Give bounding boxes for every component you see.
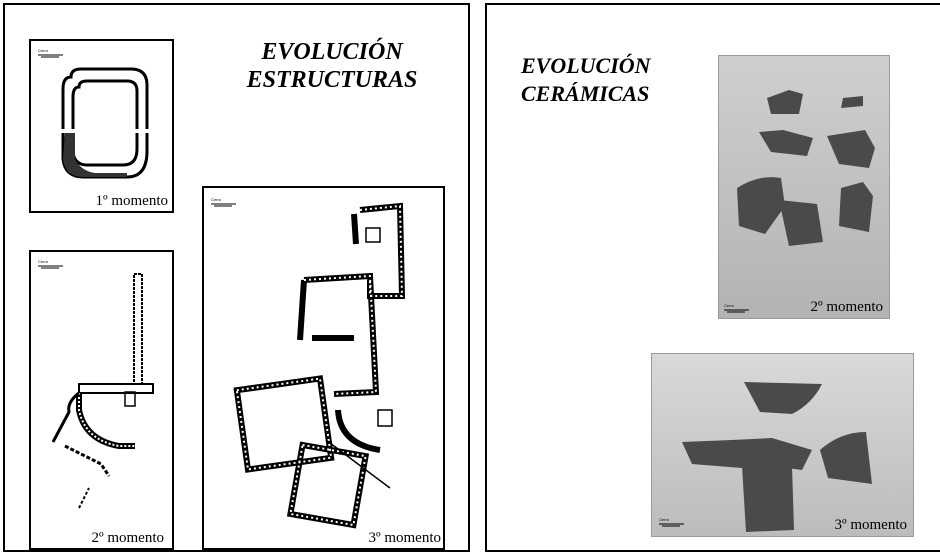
plan-2-caption: 2º momento bbox=[91, 530, 164, 546]
svg-text:Cerro: Cerro bbox=[38, 259, 49, 264]
ceramics-panel: EVOLUCIÓN CERÁMICAS Cerro 2º momento bbox=[485, 3, 940, 552]
plan-3-drawing bbox=[233, 202, 406, 529]
ceramics-title-line2: CERÁMICAS bbox=[521, 81, 650, 106]
site-logo-icon: Cerro bbox=[211, 197, 236, 207]
ceramics-title-line1: EVOLUCIÓN bbox=[521, 53, 651, 78]
svg-text:Cerro: Cerro bbox=[659, 517, 670, 522]
plan-moment-1: Cerro 1º momento bbox=[29, 39, 174, 213]
svg-text:Cerro: Cerro bbox=[38, 48, 49, 53]
structures-title-line1: EVOLUCIÓN bbox=[261, 39, 403, 65]
site-logo-icon: Cerro bbox=[724, 303, 749, 313]
plan-1-drawing bbox=[61, 67, 149, 179]
site-logo-icon: Cerro bbox=[38, 48, 63, 58]
photo-3-caption: 3º momento bbox=[834, 517, 907, 533]
plan-1-caption: 1º momento bbox=[95, 193, 168, 209]
ceramics-photo-moment-3: Cerro 3º momento bbox=[651, 353, 914, 537]
plan-moment-3: Cerro 3º momento bbox=[202, 186, 445, 550]
plan-2-drawing bbox=[51, 273, 154, 509]
ceramics-photo-moment-2: Cerro 2º momento bbox=[718, 55, 890, 319]
ceramics-photo-3-sherds bbox=[682, 382, 872, 532]
site-logo-icon: Cerro bbox=[659, 517, 684, 527]
svg-text:Cerro: Cerro bbox=[724, 303, 735, 308]
ceramics-title: EVOLUCIÓN CERÁMICAS bbox=[521, 52, 681, 108]
photo-2-caption: 2º momento bbox=[810, 299, 883, 315]
ceramics-photo-2-sherds bbox=[737, 90, 875, 246]
structures-panel: EVOLUCIÓN ESTRUCTURAS Cerro 1º momento C… bbox=[3, 3, 470, 552]
structures-title: EVOLUCIÓN ESTRUCTURAS bbox=[237, 38, 427, 94]
plan-3-caption: 3º momento bbox=[368, 530, 441, 546]
svg-text:Cerro: Cerro bbox=[211, 197, 222, 202]
structures-title-line2: ESTRUCTURAS bbox=[246, 67, 418, 93]
plan-moment-2: Cerro 2º momento bbox=[29, 250, 174, 550]
site-logo-icon: Cerro bbox=[38, 259, 63, 269]
